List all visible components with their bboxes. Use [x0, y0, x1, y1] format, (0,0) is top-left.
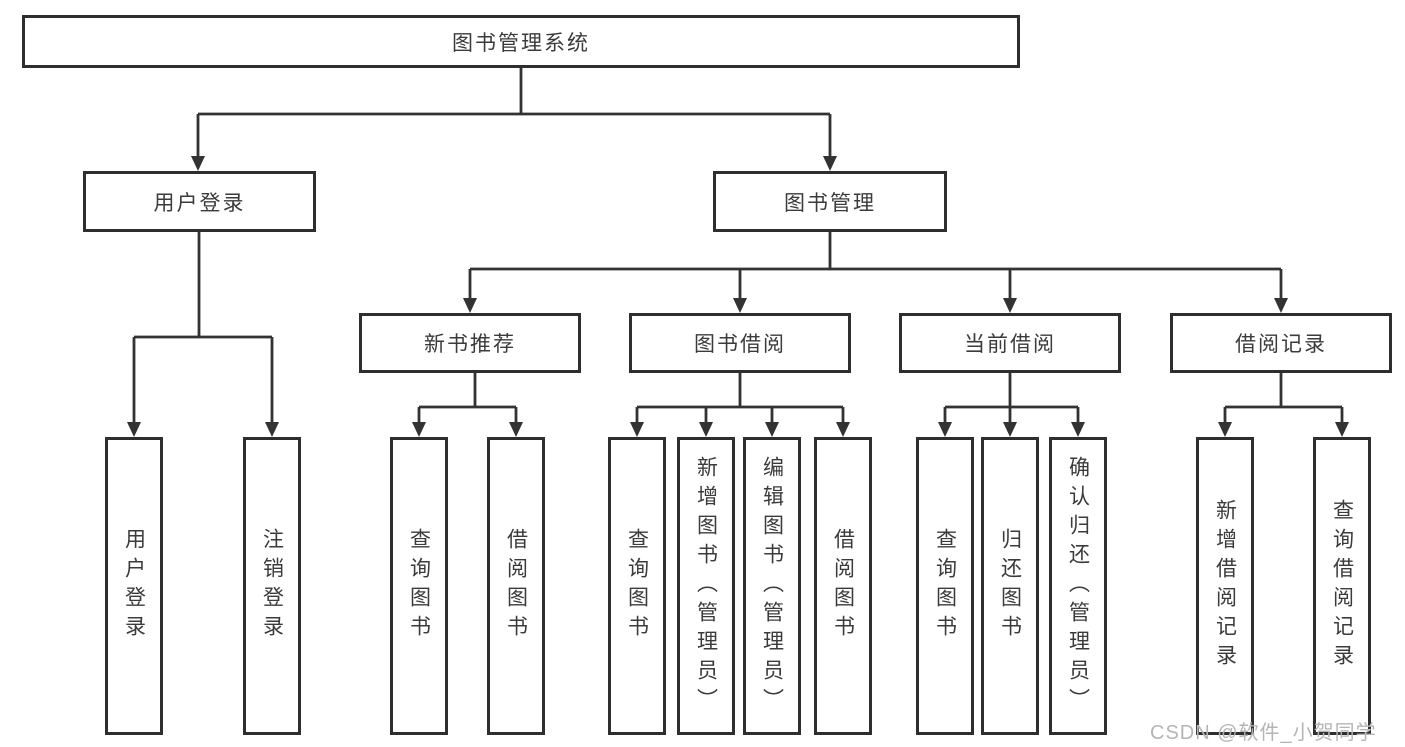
leaf-borrowing-add-books: 新增图书（管理员） — [677, 437, 735, 735]
leaf-current-confirm-return-label: 确认归还（管理员） — [1066, 455, 1090, 717]
leaf-current-query-books-label: 查询图书 — [933, 528, 957, 644]
node-new-book-recommend: 新书推荐 — [359, 313, 581, 373]
node-book-management: 图书管理 — [713, 171, 947, 232]
leaf-current-query-books: 查询图书 — [916, 437, 974, 735]
leaf-records-query-record: 查询借阅记录 — [1313, 437, 1371, 735]
leaf-logout: 注销登录 — [243, 437, 301, 735]
leaf-records-add-record-label: 新增借阅记录 — [1213, 499, 1237, 673]
leaf-current-return-books: 归还图书 — [981, 437, 1039, 735]
leaf-newbook-borrow-books: 借阅图书 — [487, 437, 545, 735]
leaf-user-login-label: 用户登录 — [122, 528, 146, 644]
arrowheads — [127, 156, 1349, 437]
leaf-newbook-query-books: 查询图书 — [390, 437, 448, 735]
leaf-borrowing-query-books: 查询图书 — [608, 437, 666, 735]
leaf-records-query-record-label: 查询借阅记录 — [1330, 499, 1354, 673]
node-user-login-label: 用户登录 — [153, 191, 246, 215]
leaf-borrowing-borrow-books: 借阅图书 — [814, 437, 872, 735]
node-borrowing-records-label: 借阅记录 — [1235, 333, 1327, 356]
node-borrowing-records: 借阅记录 — [1170, 313, 1392, 373]
csdn-watermark: CSDN @软件_小贺同学 — [1150, 722, 1377, 744]
leaf-newbook-query-books-label: 查询图书 — [407, 528, 431, 644]
leaf-records-add-record: 新增借阅记录 — [1196, 437, 1254, 735]
leaf-current-confirm-return: 确认归还（管理员） — [1049, 437, 1107, 735]
node-root: 图书管理系统 — [22, 15, 1020, 68]
leaf-borrowing-borrow-books-label: 借阅图书 — [831, 528, 855, 644]
node-book-management-label: 图书管理 — [784, 191, 876, 215]
leaf-borrowing-edit-books-label: 编辑图书（管理员） — [760, 455, 784, 717]
leaf-newbook-borrow-books-label: 借阅图书 — [504, 528, 528, 644]
leaf-borrowing-query-books-label: 查询图书 — [625, 528, 649, 644]
leaf-user-login: 用户登录 — [105, 437, 163, 735]
leaf-current-return-books-label: 归还图书 — [998, 528, 1022, 644]
node-current-borrowing-label: 当前借阅 — [964, 333, 1056, 356]
node-root-label: 图书管理系统 — [452, 31, 590, 55]
leaf-logout-label: 注销登录 — [260, 528, 284, 644]
node-book-borrowing: 图书借阅 — [629, 313, 851, 373]
leaf-borrowing-add-books-label: 新增图书（管理员） — [694, 455, 718, 717]
node-book-borrowing-label: 图书借阅 — [694, 333, 786, 356]
node-user-login: 用户登录 — [83, 171, 316, 232]
node-new-book-recommend-label: 新书推荐 — [424, 333, 516, 356]
node-current-borrowing: 当前借阅 — [899, 313, 1121, 373]
leaf-borrowing-edit-books: 编辑图书（管理员） — [743, 437, 801, 735]
